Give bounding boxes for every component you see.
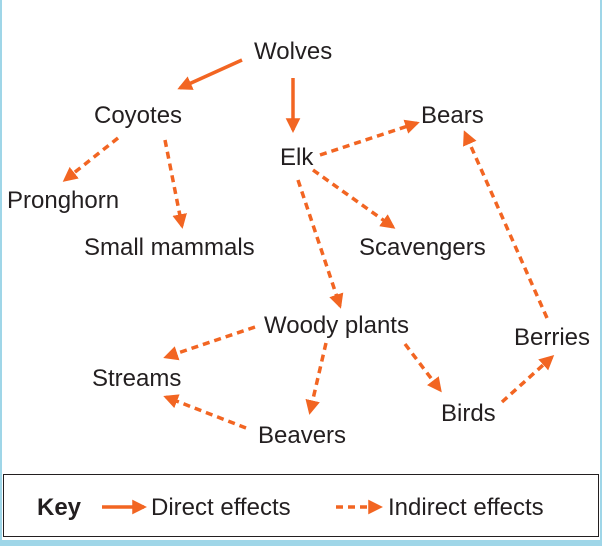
arrow-elk-bears: [319, 119, 420, 157]
arrow-coyotes-small-mammals: [163, 139, 187, 229]
arrow-birds-berries: [500, 355, 555, 404]
key-legend: Key Direct effects Indirect effects: [3, 474, 599, 537]
arrow-woody-plants-birds: [403, 342, 442, 393]
arrow-elk-woody-plants: [296, 179, 344, 309]
node-elk: Elk: [280, 144, 314, 171]
key-direct-label: Direct effects: [151, 494, 291, 521]
arrow-beavers-streams: [163, 394, 247, 430]
node-streams: Streams: [92, 365, 181, 392]
direct-arrows: [177, 58, 301, 133]
node-coyotes: Coyotes: [94, 102, 182, 129]
node-birds: Birds: [441, 400, 496, 427]
arrow-wolves-coyotes: [177, 58, 243, 90]
key-title: Key: [37, 494, 82, 521]
node-labels: Wolves Coyotes Elk Bears Pronghorn Small…: [7, 38, 590, 449]
node-beavers: Beavers: [258, 422, 346, 449]
node-pronghorn: Pronghorn: [7, 187, 119, 214]
arrow-woody-plants-beavers: [305, 342, 328, 415]
node-scavengers: Scavengers: [359, 234, 486, 261]
node-wolves: Wolves: [254, 38, 332, 65]
key-indirect-label: Indirect effects: [388, 494, 544, 521]
arrow-coyotes-pronghorn: [62, 136, 120, 182]
arrow-woody-plants-streams: [163, 325, 256, 361]
node-small-mammals: Small mammals: [84, 234, 255, 261]
arrow-berries-bears: [463, 130, 549, 319]
node-woody-plants: Woody plants: [264, 312, 409, 339]
arrow-elk-scavengers: [311, 168, 396, 229]
key-legend-graphic: Key Direct effects Indirect effects: [37, 494, 544, 521]
node-berries: Berries: [514, 324, 590, 351]
node-bears: Bears: [421, 102, 484, 129]
indirect-arrows: [62, 119, 555, 430]
